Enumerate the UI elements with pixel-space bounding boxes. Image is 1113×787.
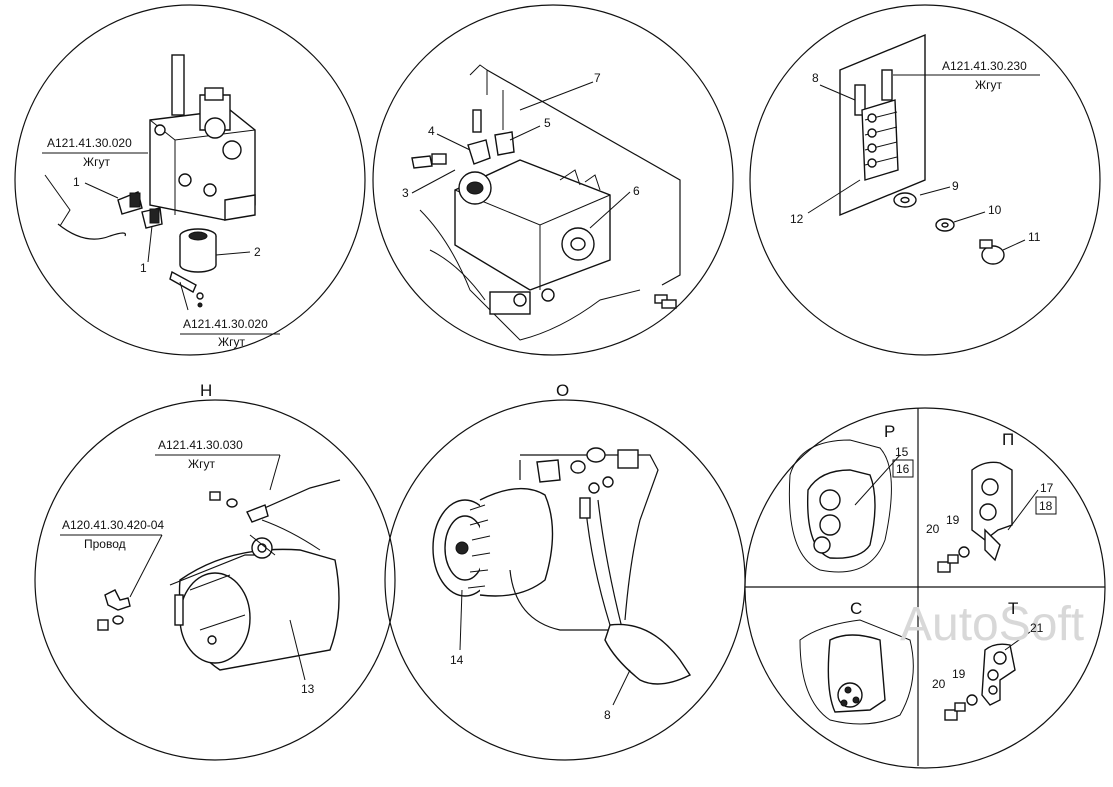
item-16: 16 — [896, 462, 910, 476]
sensor-4 — [467, 109, 491, 165]
item-21: 21 — [1030, 621, 1044, 635]
nut-10 — [935, 218, 955, 232]
clamp-c — [799, 619, 914, 725]
wire-harness-8 — [509, 454, 692, 685]
view-circle-h — [34, 399, 396, 761]
sensor-2-cup — [179, 228, 217, 273]
clamp-17 — [971, 461, 1013, 562]
item-7: 7 — [594, 71, 601, 85]
ref-code-020-bot: А121.41.30.020 — [183, 317, 268, 331]
item-20b: 20 — [932, 677, 946, 691]
item-3: 3 — [402, 186, 409, 200]
view-circle-o — [384, 399, 746, 761]
item-5: 5 — [544, 116, 551, 130]
item-4: 4 — [428, 124, 435, 138]
item-18: 18 — [1039, 499, 1053, 513]
item-8b: 8 — [604, 708, 611, 722]
wire-420 — [97, 589, 131, 631]
engine-block — [419, 64, 681, 341]
ref-name-420: Провод — [84, 537, 126, 551]
ref-code-020-top: А121.41.30.020 — [47, 136, 132, 150]
sensor-1a — [117, 191, 143, 215]
view-circle-3 — [749, 4, 1101, 356]
item-6: 6 — [633, 184, 640, 198]
bolt-h-top — [209, 491, 238, 508]
view-circle-2 — [372, 4, 734, 356]
harness-wire-1 — [57, 223, 127, 240]
ref-code-030: А121.41.30.030 — [158, 438, 243, 452]
starter-13 — [169, 519, 340, 671]
connector-pin — [169, 270, 204, 308]
wire-030 — [246, 479, 341, 523]
item-15: 15 — [895, 445, 909, 459]
item-14: 14 — [450, 653, 464, 667]
item-9: 9 — [952, 179, 959, 193]
sensor-5 — [494, 90, 515, 156]
item-19a: 19 — [946, 513, 960, 527]
view-label-h: Н — [200, 381, 212, 400]
generator-14 — [432, 487, 554, 597]
bolt-20b — [944, 702, 966, 721]
item-10: 10 — [988, 203, 1002, 217]
sensor-1b — [141, 207, 163, 229]
bolt-6 — [654, 294, 677, 309]
item-1b: 1 — [140, 261, 147, 275]
view-label-t: Т — [1008, 599, 1018, 618]
ref-code-230: А121.41.30.230 — [942, 59, 1027, 73]
clamp-21 — [981, 643, 1016, 706]
item-1a: 1 — [73, 175, 80, 189]
watermark: AutoSoft — [900, 598, 1084, 651]
screw-11 — [979, 239, 1005, 265]
item-12: 12 — [790, 212, 804, 226]
pump-assembly — [149, 54, 256, 221]
connector-o — [536, 447, 639, 519]
item-19b: 19 — [952, 667, 966, 681]
view-label-p: П — [1002, 430, 1014, 449]
washer-19a — [958, 546, 970, 558]
ref-name-020-bot: Жгут — [218, 335, 245, 349]
item-8a: 8 — [812, 71, 819, 85]
washer-9 — [893, 192, 917, 208]
view-label-p-cyr: Р — [884, 422, 895, 441]
washer-19b — [966, 694, 978, 706]
clamp-15 — [788, 439, 892, 573]
harness-leader-1 — [44, 174, 71, 227]
ref-name-020-top: Жгут — [83, 155, 110, 169]
ref-code-420: А120.41.30.420-04 — [62, 518, 164, 532]
view-label-o: О — [556, 381, 569, 400]
ref-name-030: Жгут — [188, 457, 215, 471]
item-20a: 20 — [926, 522, 940, 536]
terminal-board — [839, 33, 926, 217]
bolt-3 — [411, 153, 447, 169]
view-circle-1 — [14, 4, 366, 356]
item-17: 17 — [1040, 481, 1054, 495]
view-label-c: С — [850, 599, 862, 618]
item-13: 13 — [301, 682, 315, 696]
bolt-20a — [937, 554, 959, 573]
ref-name-230: Жгут — [975, 78, 1002, 92]
item-2: 2 — [254, 245, 261, 259]
view-circle-group — [744, 407, 1106, 769]
item-11: 11 — [1028, 230, 1041, 244]
